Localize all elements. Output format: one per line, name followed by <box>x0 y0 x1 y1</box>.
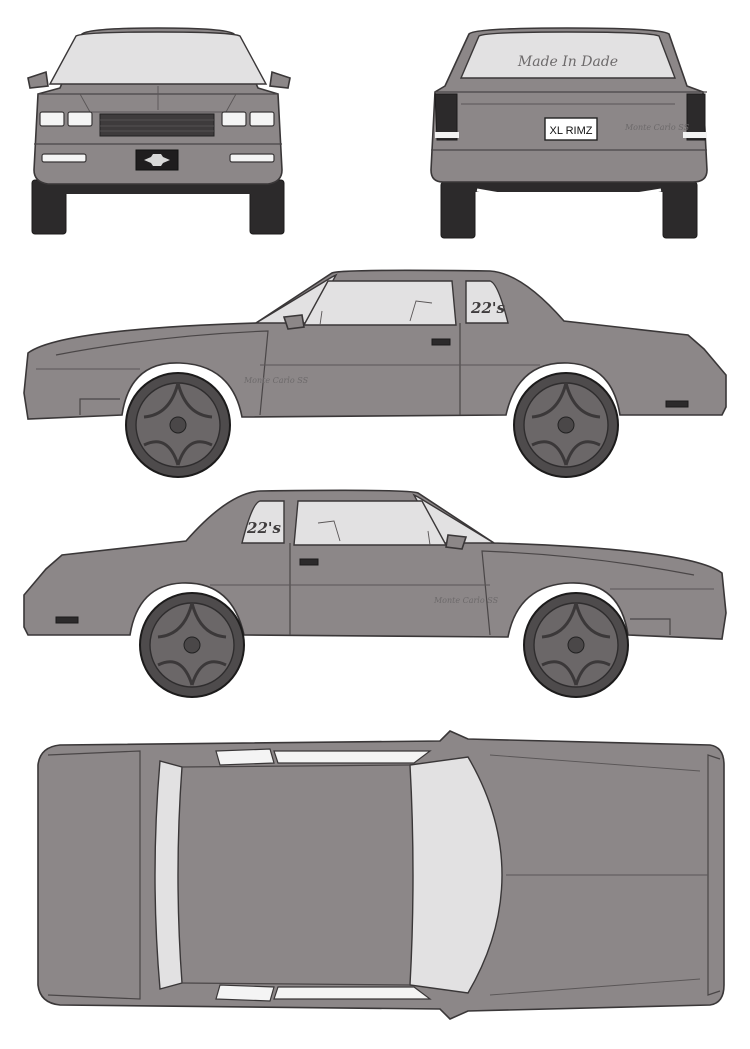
rear-window-top <box>154 760 183 990</box>
front-view <box>20 20 300 240</box>
rear-right-tire <box>662 181 698 239</box>
headlight-right-inner <box>221 111 247 127</box>
rear-marker-right <box>55 616 79 624</box>
quarter-glass-top-left <box>215 748 275 766</box>
top-body <box>37 730 725 1020</box>
door-window-right <box>293 500 448 546</box>
door-handle-right <box>299 558 319 566</box>
windshield-top <box>409 756 503 994</box>
side-body-left <box>23 269 727 420</box>
quarter-window-decal: 22's <box>470 299 505 317</box>
rear-window <box>459 31 677 79</box>
quarter-window-left <box>465 280 509 324</box>
rear-wheel-left <box>513 372 619 478</box>
rear-marker-left <box>665 400 689 408</box>
rear-wheel-right <box>139 592 245 698</box>
rear-window-decal: Made In Dade <box>517 54 618 70</box>
side-view-left: 22's Monte Carlo SS <box>20 265 732 485</box>
taillight-left <box>434 93 458 141</box>
door-window-left <box>302 280 457 326</box>
side-badge-right: Monte Carlo SS <box>433 596 499 605</box>
quarter-glass-top-right <box>215 984 275 1002</box>
rear-view: Made In Dade XL RIMZ Monte Carlo SS <box>425 22 725 242</box>
front-wheel-left <box>125 372 231 478</box>
taillight-right <box>686 93 706 141</box>
windshield <box>48 31 268 85</box>
top-view <box>20 725 732 1025</box>
side-body-right <box>23 489 727 640</box>
side-badge-left: Monte Carlo SS <box>243 376 309 385</box>
door-glass-top-right <box>273 986 432 1000</box>
side-mirror-right <box>445 534 468 550</box>
side-mirror-left <box>282 314 305 330</box>
quarter-window-right <box>241 500 285 544</box>
grille <box>99 113 215 137</box>
front-marker-left <box>41 153 87 163</box>
right-mirror <box>269 70 291 89</box>
front-wheel-right <box>523 592 629 698</box>
chevrolet-bowtie-icon <box>144 154 170 166</box>
quarter-window-decal-right: 22's <box>246 519 281 537</box>
license-plate-text: XL RIMZ <box>550 125 593 137</box>
rear-license-plate <box>544 117 598 141</box>
headlight-right-outer <box>249 111 275 127</box>
door-glass-top-left <box>273 750 432 764</box>
rear-badge: Monte Carlo SS <box>624 123 690 132</box>
headlight-left-outer <box>39 111 65 127</box>
headlight-left-inner <box>67 111 93 127</box>
front-marker-right <box>229 153 275 163</box>
door-handle-left <box>431 338 451 346</box>
side-view-right: 22's Monte Carlo SS <box>20 485 732 705</box>
left-mirror <box>27 70 49 89</box>
